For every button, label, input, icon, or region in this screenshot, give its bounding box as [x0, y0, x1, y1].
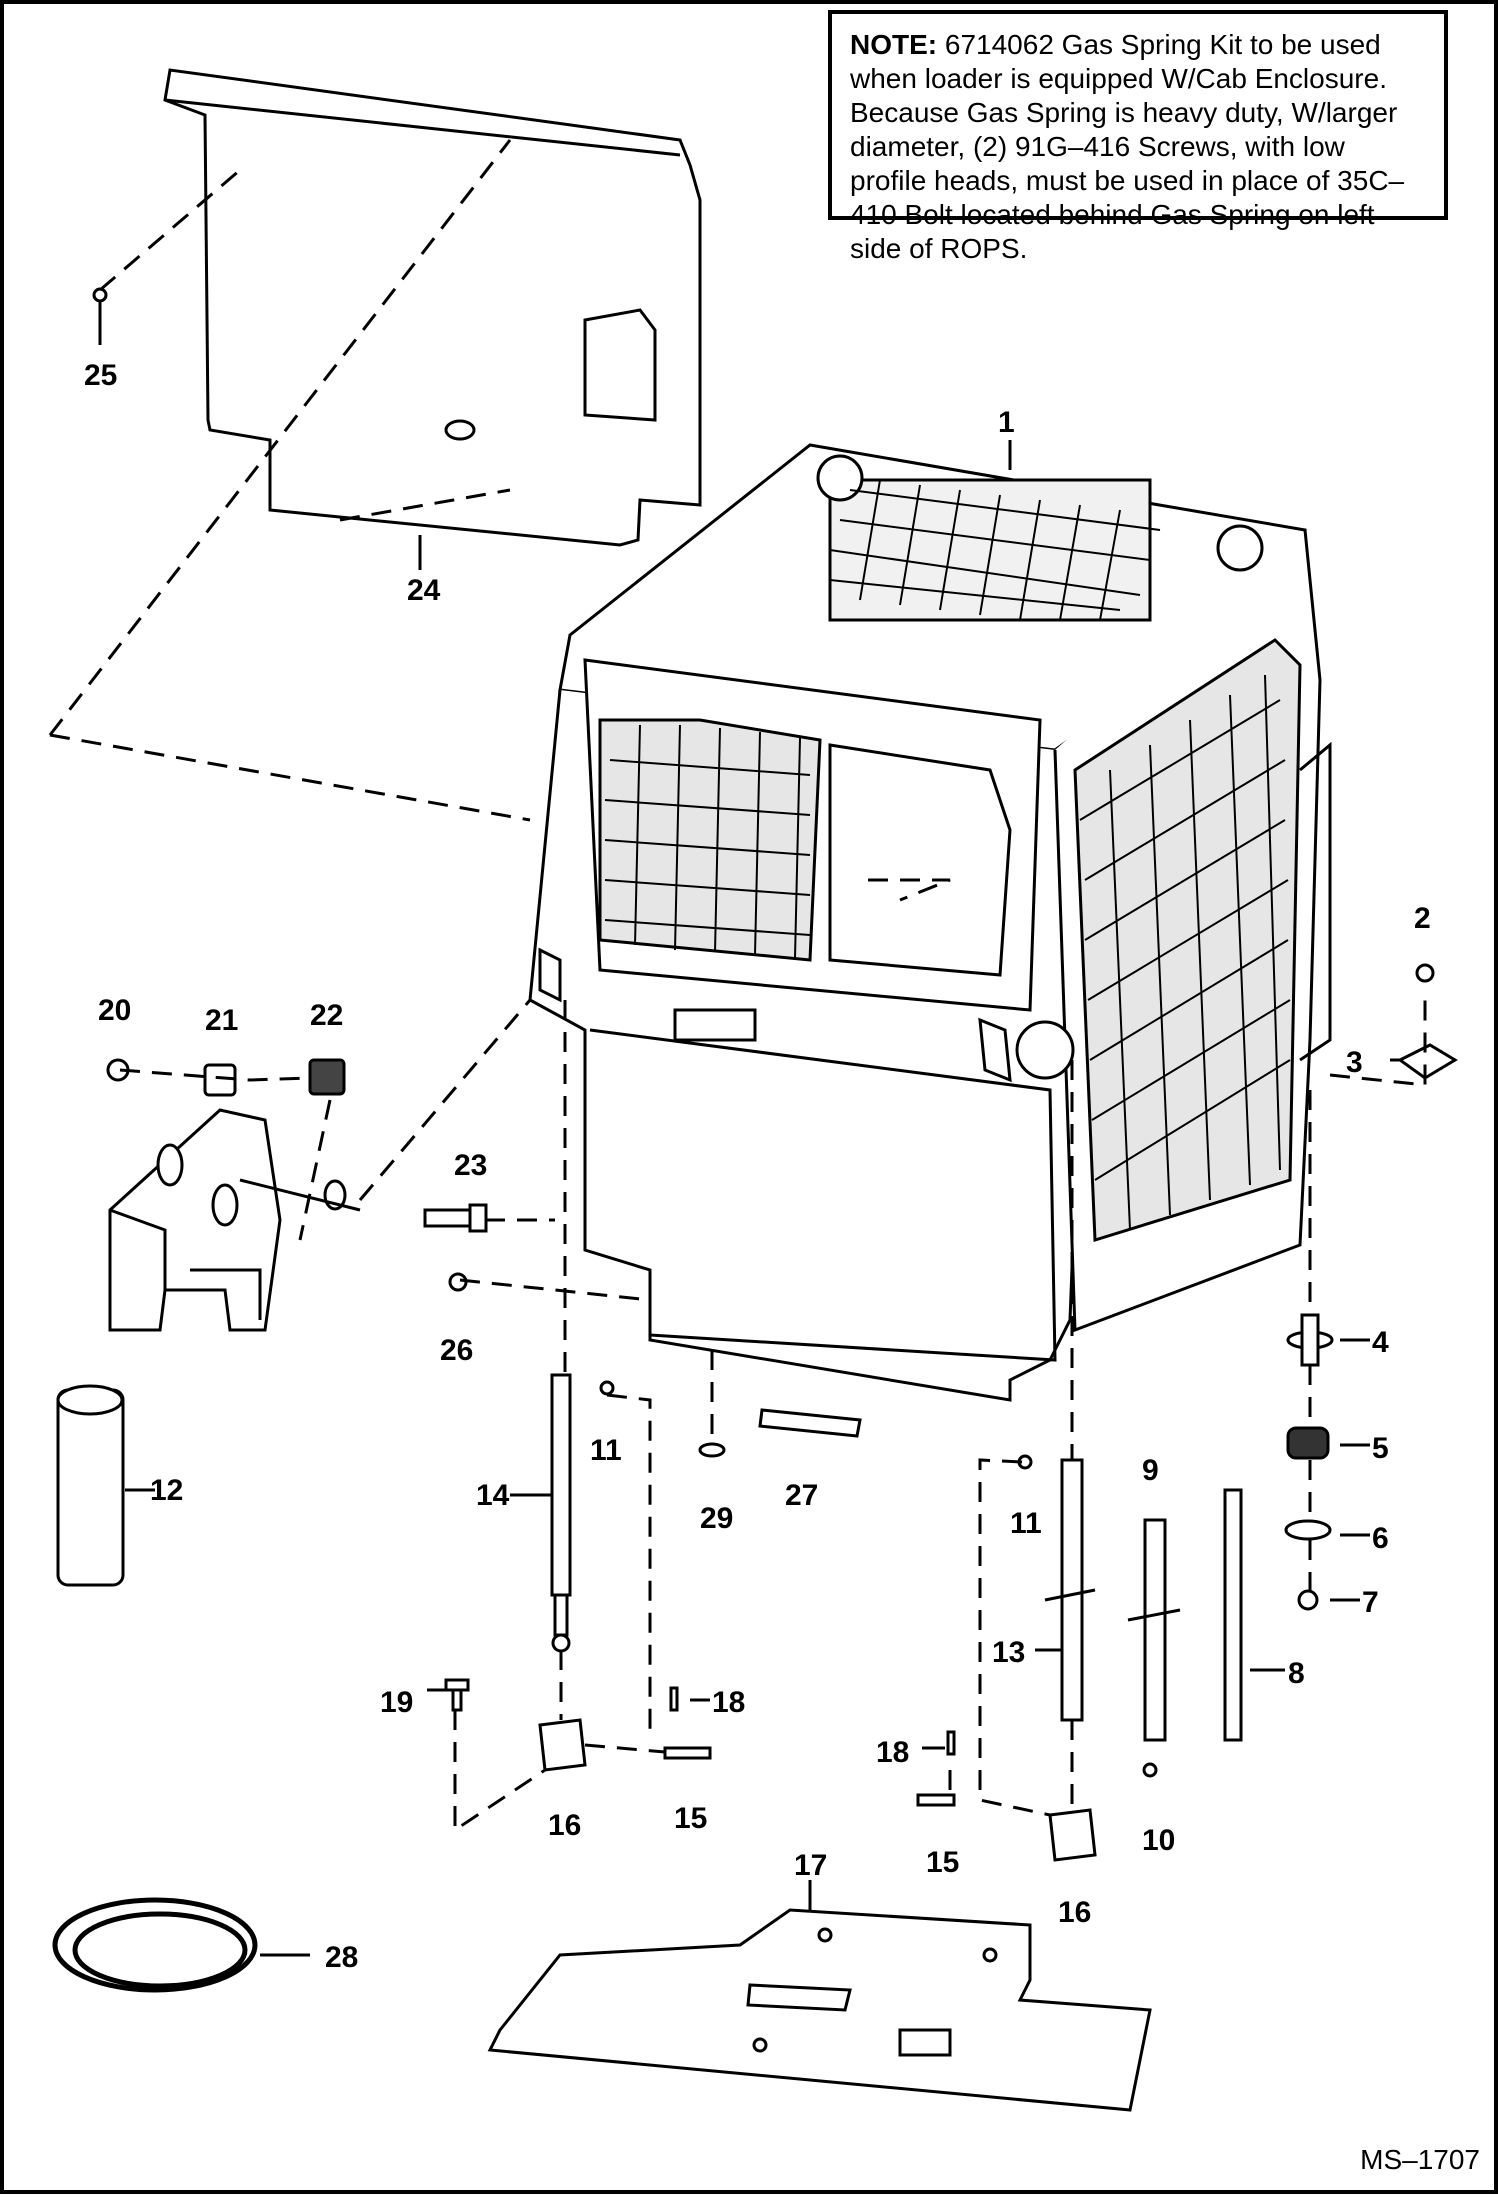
lubricant-can-part-12: [56, 1384, 125, 1587]
washer-part-10: [1142, 1762, 1158, 1778]
bushing-part-22: [308, 1058, 346, 1096]
callout-21: 21: [205, 1004, 238, 1037]
roof-vent-grid: [829, 479, 1161, 621]
callout-15b: 15: [926, 1846, 959, 1879]
callout-3: 3: [1346, 1046, 1363, 1079]
callout-20: 20: [98, 994, 131, 1027]
callout-labels: 1 2 3 4 5 6 7 8 9 10 11 11 12 13 14 15 1…: [84, 359, 1431, 1974]
bolt-part-23: [423, 1203, 488, 1233]
stud-part-4: [1286, 1313, 1334, 1367]
clip-part-11a: [599, 1380, 615, 1396]
pivot-bracket-part-16b: [1048, 1808, 1097, 1862]
pin-part-15b: [916, 1793, 956, 1807]
callout-1: 1: [998, 406, 1015, 439]
rops-bracket: [108, 1108, 361, 1332]
callout-16b: 16: [1058, 1896, 1091, 1929]
callout-18a: 18: [712, 1686, 745, 1719]
callout-22: 22: [310, 999, 343, 1032]
bolt-part-19: [444, 1678, 470, 1712]
callout-14: 14: [476, 1479, 510, 1512]
callout-15a: 15: [674, 1802, 707, 1835]
leader-lines: [125, 440, 1400, 1957]
drain-hose-part-28: [52, 1897, 258, 1993]
note-text: 6714062 Gas Spring Kit to be used when l…: [850, 29, 1405, 264]
seal-strip-part-27: [758, 1408, 862, 1438]
callout-12: 12: [150, 1474, 183, 1507]
rear-panel-part-24: [163, 68, 702, 547]
callout-2: 2: [1414, 902, 1431, 935]
note-box: NOTE: 6714062 Gas Spring Kit to be used …: [828, 10, 1448, 264]
callout-27: 27: [785, 1479, 818, 1512]
callout-11b: 11: [1010, 1507, 1042, 1540]
washer-part-6: [1284, 1519, 1332, 1541]
rod-part-8: [1223, 1488, 1243, 1742]
callout-28: 28: [325, 1941, 358, 1974]
callout-8: 8: [1288, 1657, 1305, 1690]
clip-part-18a: [669, 1686, 679, 1712]
callout-18b: 18: [876, 1736, 909, 1769]
callout-7: 7: [1362, 1586, 1379, 1619]
plate-part-3: [1397, 1043, 1458, 1080]
clip-part-18b: [946, 1730, 956, 1756]
assembly-guide-lines: [48, 139, 1427, 1833]
pivot-bracket-part-16a: [538, 1718, 587, 1772]
gas-spring-part-14: [550, 1373, 572, 1653]
latch-rod-part-13: [1044, 1458, 1096, 1722]
callout-11a: 11: [590, 1434, 622, 1467]
callout-13: 13: [992, 1636, 1025, 1669]
callout-5: 5: [1372, 1432, 1389, 1465]
side-screen-grid: [1079, 674, 1291, 1231]
callout-19: 19: [380, 1686, 413, 1719]
cab-frame-part-1: [528, 443, 1332, 1402]
screw-part-25: [92, 287, 108, 345]
washer-part-29: [698, 1442, 726, 1458]
washer-part-26: [448, 1272, 468, 1292]
front-screen-grid: [604, 724, 811, 959]
callout-4: 4: [1372, 1326, 1389, 1359]
callout-9: 9: [1142, 1454, 1159, 1487]
callout-25: 25: [84, 359, 117, 392]
pin-part-15a: [663, 1746, 712, 1760]
callout-29: 29: [700, 1502, 733, 1535]
callout-17: 17: [794, 1849, 827, 1882]
nut-part-7: [1297, 1589, 1319, 1611]
nut-part-2: [1415, 963, 1435, 983]
drawing-code: MS–1707: [1360, 2144, 1480, 2175]
latch-rod-part-9: [1127, 1518, 1181, 1742]
callout-16a: 16: [548, 1809, 581, 1842]
cushion-part-5: [1286, 1426, 1330, 1460]
note-prefix: NOTE:: [850, 29, 938, 60]
callout-23: 23: [454, 1149, 487, 1182]
callout-26: 26: [440, 1334, 473, 1367]
callout-6: 6: [1372, 1522, 1389, 1555]
callout-24: 24: [407, 574, 441, 607]
floor-plate-part-17: [487, 1908, 1152, 2112]
callout-10: 10: [1142, 1824, 1175, 1857]
